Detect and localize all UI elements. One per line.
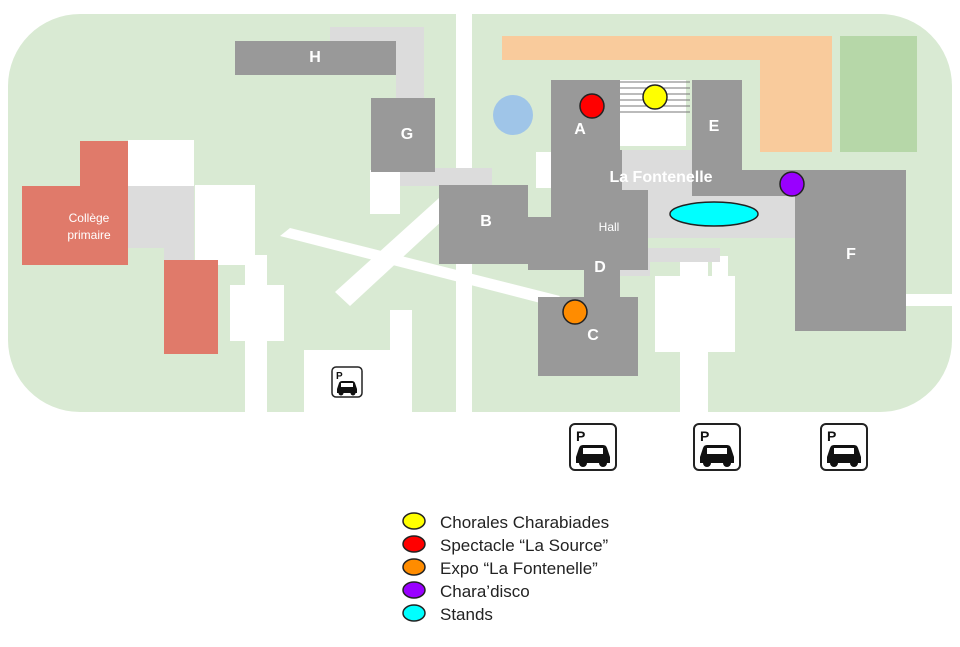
sports-field — [840, 36, 917, 152]
legend-swatch — [402, 535, 426, 553]
marker-chara-disco — [779, 171, 805, 197]
marker-spectacle-la-source — [579, 93, 605, 119]
label-college-line2: primaire — [67, 228, 111, 242]
legend-swatch — [402, 581, 426, 599]
label-building-F: F — [846, 246, 856, 263]
building-H — [235, 41, 396, 75]
building-B — [439, 185, 528, 264]
legend-label: Chara’disco — [440, 582, 530, 601]
label-building-G: G — [401, 126, 413, 143]
legend-label: Stands — [440, 605, 493, 624]
building-E — [692, 80, 795, 196]
label-building-H: H — [309, 49, 321, 66]
legend-label: Chorales Charabiades — [440, 513, 609, 532]
parking-icon: P — [331, 366, 363, 398]
svg-text:P: P — [700, 428, 709, 444]
legend-item: Expo “La Fontenelle” — [402, 558, 598, 578]
marker-expo-la-fontenelle — [562, 299, 588, 325]
legend-swatch — [402, 604, 426, 622]
legend-item: Stands — [402, 604, 493, 624]
legend-swatch — [402, 558, 426, 576]
label-hall: Hall — [599, 220, 620, 234]
parking-icon: P — [693, 423, 741, 471]
legend-label: Expo “La Fontenelle” — [440, 559, 598, 578]
college-primaire-buildings — [22, 141, 218, 354]
label-building-B: B — [480, 213, 492, 230]
building-F — [795, 170, 906, 331]
parking-icon: P — [569, 423, 617, 471]
legend-item: Spectacle “La Source” — [402, 535, 609, 555]
svg-text:P: P — [336, 371, 343, 382]
parking-icon: P — [820, 423, 868, 471]
label-la-fontenelle: La Fontenelle — [609, 169, 712, 186]
legend-item: Chorales Charabiades — [402, 512, 609, 532]
building-G — [371, 98, 435, 172]
svg-text:P: P — [576, 428, 585, 444]
label-building-D: D — [594, 259, 606, 276]
building-C — [538, 297, 638, 376]
school-buildings — [235, 41, 906, 376]
building-A — [528, 80, 648, 297]
label-building-C: C — [587, 327, 599, 344]
legend-label: Spectacle “La Source” — [440, 536, 609, 555]
paved-areas — [128, 27, 798, 276]
legend: Chorales Charabiades Spectacle “La Sourc… — [402, 512, 609, 624]
svg-text:P: P — [827, 428, 836, 444]
legend-item: Chara’disco — [402, 581, 530, 601]
marker-chorales-charabiades — [642, 84, 668, 110]
label-building-A: A — [574, 121, 586, 138]
label-college-line1: Collège — [69, 211, 110, 225]
label-building-E: E — [709, 118, 720, 135]
marker-stands — [669, 201, 759, 227]
legend-swatch — [402, 512, 426, 530]
pond — [493, 95, 533, 135]
peach-area — [502, 36, 832, 152]
